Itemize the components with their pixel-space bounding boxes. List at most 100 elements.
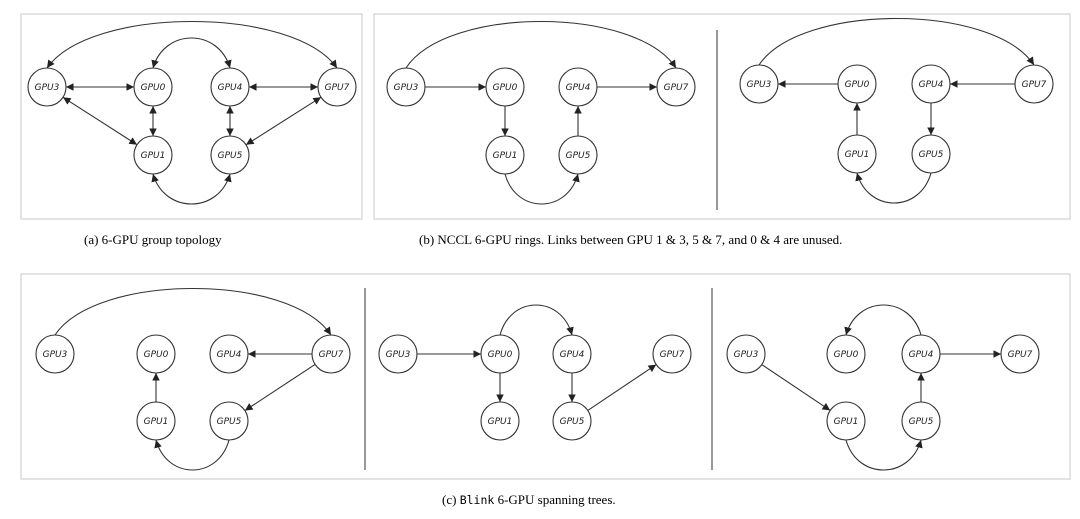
node-gpu3: GPU3 [386,67,426,107]
node-label: GPU1 [845,150,870,160]
node-gpu3: GPU3 [35,334,75,374]
node-label: GPU4 [560,350,585,360]
node-label: GPU5 [919,150,944,160]
node-gpu5: GPU5 [209,401,249,441]
caption-c: (c) Blink 6-GPU spanning trees. [442,492,616,508]
node-label: GPU0 [845,80,870,90]
node-gpu1: GPU1 [480,401,520,441]
node-label: GPU3 [386,350,411,360]
node-label: GPU3 [734,350,759,360]
panel-c-frame [20,273,1071,480]
edge-gpu0-to-gpu4 [499,304,574,336]
node-gpu5: GPU5 [911,134,951,174]
node-label: GPU7 [664,83,689,93]
node-label: GPU7 [1008,350,1033,360]
node-gpu1: GPU1 [136,401,176,441]
node-gpu1: GPU1 [826,401,866,441]
caption-a: (a) 6-GPU group topology [84,232,222,247]
node-gpu0: GPU0 [136,334,176,374]
node-gpu4: GPU4 [901,334,941,374]
node-label: GPU7 [660,350,685,360]
node-label: GPU0 [144,350,169,360]
node-gpu3: GPU3 [726,334,766,374]
node-gpu1: GPU1 [837,134,877,174]
node-gpu3: GPU3 [739,64,779,104]
node-gpu7: GPU7 [1014,64,1054,104]
node-label: GPU1 [488,417,513,427]
caption-c-blink: Blink [459,493,495,507]
edge-gpu3-to-gpu7 [405,21,677,69]
panel-b-frame [373,13,1071,220]
caption-b: (b) NCCL 6-GPU rings. Links between GPU … [419,232,843,247]
node-label: GPU1 [493,151,518,161]
node-label: GPU5 [560,417,585,427]
node-gpu0: GPU0 [485,67,525,107]
node-label: GPU0 [141,83,166,93]
node-label: GPU0 [493,83,518,93]
edge-gpu3-to-gpu7 [758,18,1035,66]
node-gpu4: GPU4 [209,334,249,374]
node-gpu4: GPU4 [210,67,250,107]
edge-gpu5-to-gpu7 [587,364,657,411]
edge-gpu7-to-gpu5 [245,96,322,146]
node-label: GPU5 [218,151,243,161]
node-label: GPU4 [909,350,934,360]
node-label: GPU4 [566,83,591,93]
node-gpu1: GPU1 [485,135,525,175]
node-gpu0: GPU0 [480,334,520,374]
node-gpu5: GPU5 [901,401,941,441]
node-gpu5: GPU5 [210,135,250,175]
node-label: GPU7 [325,83,350,93]
node-gpu4: GPU4 [911,64,951,104]
edge-gpu7-to-gpu5 [244,363,316,412]
node-label: GPU0 [488,350,513,360]
node-label: GPU4 [919,80,944,90]
node-gpu7: GPU7 [311,334,351,374]
node-label: GPU3 [35,83,60,93]
node-label: GPU5 [566,151,591,161]
node-label: GPU4 [217,350,242,360]
node-gpu7: GPU7 [1000,334,1040,374]
node-gpu7: GPU7 [317,67,357,107]
node-label: GPU1 [144,417,169,427]
edge-gpu4-to-gpu0 [844,304,922,336]
node-label: GPU7 [319,350,344,360]
node-gpu0: GPU0 [826,334,866,374]
node-label: GPU5 [909,417,934,427]
node-gpu4: GPU4 [558,67,598,107]
node-label: GPU3 [747,80,772,90]
panel-a-frame [20,13,363,220]
edge-gpu3-to-gpu1 [62,96,138,146]
edge-gpu3-to-gpu7 [46,21,338,69]
node-label: GPU4 [218,83,243,93]
edge-gpu5-to-gpu1 [855,172,932,204]
node-gpu4: GPU4 [552,334,592,374]
node-label: GPU1 [141,151,166,161]
node-gpu7: GPU7 [652,334,692,374]
node-gpu5: GPU5 [558,135,598,175]
node-label: GPU0 [834,350,859,360]
node-gpu7: GPU7 [656,67,696,107]
node-gpu1: GPU1 [133,135,173,175]
node-label: GPU1 [834,417,859,427]
node-gpu0: GPU0 [133,67,173,107]
edge-gpu1-to-gpu5 [845,439,923,471]
caption-c-text: 6-GPU spanning trees. [497,492,616,507]
caption-c-label: (c) [442,492,457,507]
node-label: GPU5 [217,417,242,427]
node-label: GPU3 [43,350,68,360]
edge-gpu0-to-gpu4 [151,37,232,69]
edge-gpu3-to-gpu7 [54,288,332,336]
edge-gpu3-to-gpu1 [761,364,831,411]
node-gpu0: GPU0 [837,64,877,104]
node-gpu3: GPU3 [27,67,67,107]
node-label: GPU3 [394,83,419,93]
